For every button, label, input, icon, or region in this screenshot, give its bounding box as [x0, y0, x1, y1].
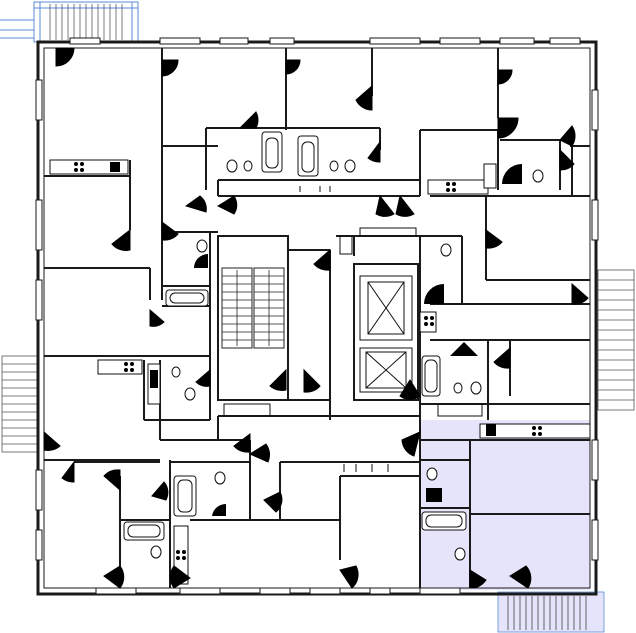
staircase: [221, 267, 285, 349]
elevator-shaft: [359, 275, 413, 393]
stove-burners: [74, 162, 542, 560]
bathtub-fixtures: [123, 131, 467, 541]
balcony-top-left: [0, 1, 139, 43]
doors: [43, 47, 589, 589]
balcony-left: [1, 355, 39, 453]
kitchen-counters: [49, 159, 591, 585]
highlighted-apartment[interactable]: [420, 420, 590, 590]
windows: [35, 37, 599, 595]
misc-details: [223, 186, 483, 472]
toilet-fixtures: [150, 159, 544, 561]
shower-trays: [194, 164, 522, 516]
balcony-bottom-right: [497, 591, 605, 633]
balcony-right: [597, 269, 635, 411]
